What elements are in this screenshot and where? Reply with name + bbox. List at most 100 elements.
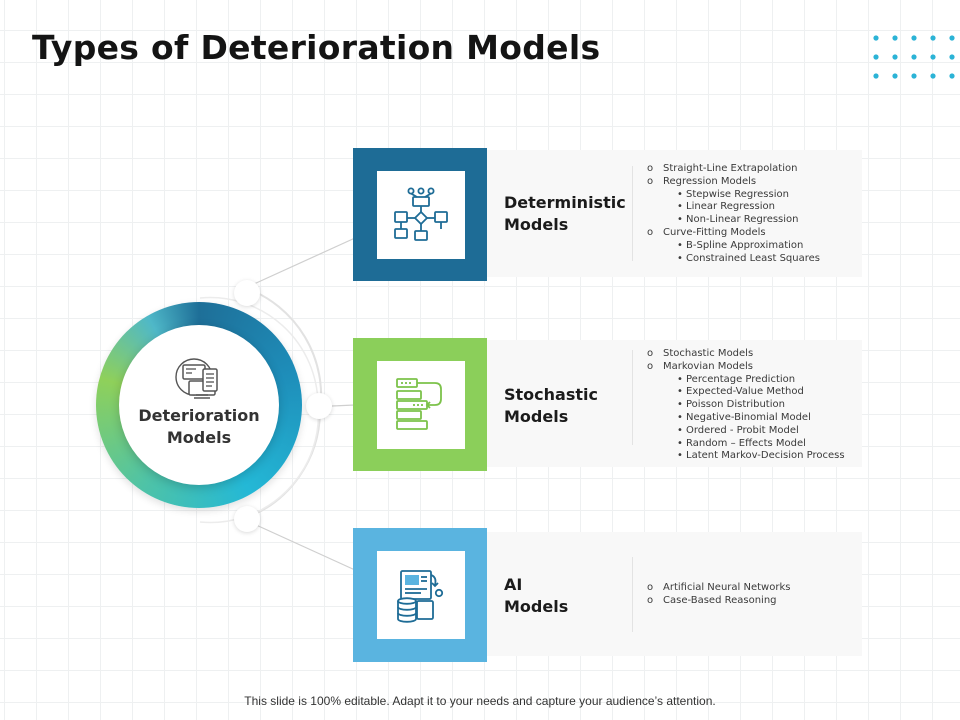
connector-node-middle [306, 393, 332, 419]
deterministic-panel: Deterministic Models o Straight-Line Extr… [487, 150, 862, 277]
hub-label-line1: Deterioration [138, 406, 260, 425]
list-item: o Markovian Models [647, 361, 845, 374]
bullet-dot: • [677, 252, 683, 264]
process-loop-icon [396, 378, 442, 430]
decor-dot [892, 73, 898, 79]
list-item: •Expected-Value Method [647, 386, 845, 399]
list-item-text: Non-Linear Regression [686, 214, 799, 226]
bullet-dot: • [677, 386, 683, 398]
list-item-text: Random – Effects Model [686, 437, 806, 449]
list-item: •B-Spline Approximation [647, 240, 820, 253]
list-item-text: Negative-Binomial Model [686, 411, 811, 423]
deterministic-label-line1: Deterministic [504, 193, 626, 212]
decor-dot [873, 54, 879, 60]
stochastic-divider [632, 350, 633, 445]
list-item: o Straight-Line Extrapolation [647, 163, 820, 176]
list-item-text: Expected-Value Method [686, 386, 804, 398]
bullet-dot: • [677, 201, 683, 213]
list-item-text: Percentage Prediction [686, 373, 796, 385]
decor-dot [911, 73, 917, 79]
list-item: •Ordered - Probit Model [647, 425, 845, 438]
decor-dot [873, 73, 879, 79]
bullet-circle: o [647, 360, 654, 372]
list-item-text: Poisson Distribution [686, 399, 785, 411]
stochastic-label: Stochastic Models [504, 384, 598, 428]
bullet-circle: o [647, 582, 654, 593]
bullet-dot: • [677, 424, 683, 436]
deterministic-divider [632, 166, 633, 261]
stochastic-model-box [353, 338, 487, 471]
list-item: •Poisson Distribution [647, 399, 845, 412]
bullet-dot: • [677, 450, 683, 462]
bullet-circle: o [647, 594, 654, 606]
bullet-dot: • [677, 437, 683, 449]
list-item: •Negative-Binomial Model [647, 412, 845, 425]
connector-node-bottom [234, 506, 260, 532]
stochastic-icon-box [377, 361, 465, 449]
ai-label-line1: AI [504, 575, 523, 594]
decor-dot [930, 54, 936, 60]
list-item: o Artificial Neural Networks [647, 582, 790, 595]
list-item: o Curve-Fitting Models [647, 227, 820, 240]
ai-icon-box [377, 551, 465, 639]
ai-divider [632, 557, 633, 632]
list-item-text: Artificial Neural Networks [663, 582, 791, 593]
bullet-circle: o [647, 348, 654, 359]
list-item: •Random – Effects Model [647, 438, 845, 451]
decor-dot [949, 54, 955, 60]
list-item: •Constrained Least Squares [647, 253, 820, 266]
list-item-text: Regression Models [663, 175, 757, 187]
decor-dot [930, 73, 936, 79]
flowchart-icon [394, 187, 448, 241]
decor-dot [911, 54, 917, 60]
list-item-text: Ordered - Probit Model [686, 424, 799, 436]
decor-dot [911, 35, 917, 41]
list-item: •Latent Markov-Decision Process [647, 450, 845, 463]
bullet-dot: • [677, 411, 683, 423]
bullet-circle: o [647, 163, 654, 174]
stochastic-label-line2: Models [504, 407, 569, 426]
page-title: Types of Deterioration Models [32, 28, 601, 67]
hub-label: Deterioration Models [134, 405, 264, 449]
ai-model-box [353, 528, 487, 662]
hub-circle: Deterioration Models [119, 325, 279, 485]
list-item: •Non-Linear Regression [647, 214, 820, 227]
list-item: o Regression Models [647, 176, 820, 189]
list-item-text: Stochastic Models [663, 348, 754, 359]
list-item: •Stepwise Regression [647, 189, 820, 202]
list-item-text: Latent Markov-Decision Process [686, 450, 845, 462]
bullet-circle: o [647, 226, 654, 238]
list-item-text: Case-Based Reasoning [663, 594, 777, 606]
list-item-text: Linear Regression [686, 201, 775, 213]
decor-dot [892, 35, 898, 41]
hub-label-line2: Models [166, 428, 232, 447]
computer-documents-icon [175, 358, 218, 399]
stochastic-label-line1: Stochastic [504, 385, 598, 404]
bullet-dot: • [677, 399, 683, 411]
list-item: •Linear Regression [647, 201, 820, 214]
decor-dot [949, 73, 955, 79]
deterministic-label: Deterministic Models [504, 192, 626, 236]
bullet-dot: • [677, 239, 683, 251]
data-document-icon [397, 570, 444, 623]
footer-note: This slide is 100% editable. Adapt it to… [244, 694, 716, 708]
list-item-text: Straight-Line Extrapolation [663, 163, 798, 174]
list-item-text: Stepwise Regression [686, 188, 789, 200]
decor-dot [892, 54, 898, 60]
decor-dot [930, 35, 936, 41]
dot-grid-decoration [873, 35, 955, 79]
list-item-text: Markovian Models [663, 360, 753, 372]
list-item: •Percentage Prediction [647, 374, 845, 387]
bullet-dot: • [677, 373, 683, 385]
bullet-dot: • [677, 214, 683, 226]
bullet-circle: o [647, 175, 654, 187]
ai-label-line2: Models [504, 597, 569, 616]
list-item-text: Curve-Fitting Models [663, 226, 766, 238]
deterministic-model-box [353, 148, 487, 281]
deterministic-label-line2: Models [504, 215, 569, 234]
